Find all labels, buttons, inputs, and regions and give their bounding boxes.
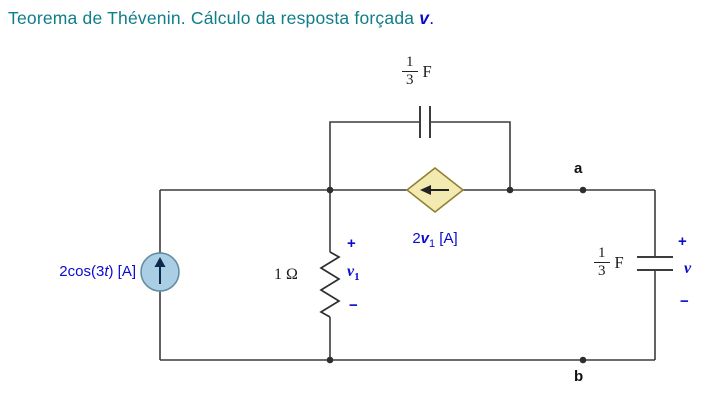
- title-emphasis: v: [419, 8, 430, 28]
- capacitor-top-value: 1 3 F: [402, 54, 432, 90]
- v-out-label: v: [684, 260, 692, 277]
- title-suffix: .: [429, 8, 435, 28]
- capacitor-top-numerator: 1: [402, 54, 418, 73]
- v1-label: v1: [347, 263, 360, 286]
- capacitor-right-unit: F: [614, 252, 624, 272]
- v1-sub: 1: [354, 271, 360, 284]
- v1-var: v: [347, 263, 355, 280]
- capacitor-top-fraction: 1 3: [402, 54, 418, 90]
- current-source-label-post: ) [A]: [108, 263, 136, 280]
- capacitor-right-fraction: 1 3: [594, 245, 610, 281]
- node-dot-b: [579, 356, 587, 364]
- dependent-source-icon: [405, 167, 465, 213]
- page-title: Teorema de Thévenin. Cálculo da resposta…: [8, 8, 434, 29]
- dep-coef: 2: [412, 230, 421, 247]
- resistor-label: 1 Ω: [274, 266, 298, 283]
- dep-sub: 1: [429, 238, 436, 250]
- capacitor-top-denominator: 3: [406, 72, 414, 89]
- node-dot-a: [579, 186, 587, 194]
- node-dot: [326, 356, 334, 364]
- dep-var: v: [420, 230, 430, 247]
- resistor-zigzag: [319, 251, 341, 318]
- current-source-label-pre: 2cos(3: [59, 263, 105, 280]
- node-dot: [326, 186, 334, 194]
- v1-minus-sign: −: [349, 297, 358, 314]
- capacitor-right-value: 1 3 F: [594, 245, 624, 281]
- current-source-label-var: t: [104, 263, 109, 280]
- dependent-source-label: 2v1 [A]: [395, 230, 475, 253]
- capacitor-top-unit: F: [422, 61, 432, 81]
- capacitor-right-denominator: 3: [598, 263, 606, 280]
- wire-capacitor-branch: [329, 121, 511, 190]
- v-out-plus-sign: +: [678, 233, 687, 250]
- capacitor-top-icon: [419, 106, 431, 138]
- capacitor-right-icon: [637, 256, 673, 271]
- circuit-wires: [159, 121, 656, 361]
- connection-dots: [326, 186, 587, 364]
- dep-suffix: [A]: [435, 230, 458, 247]
- current-source-icon: [140, 252, 180, 292]
- v-out-minus-sign: −: [680, 293, 689, 310]
- current-source-arrow-head: [154, 257, 166, 267]
- node-a-label: a: [574, 160, 583, 177]
- dependent-source-arrow-head: [420, 185, 431, 195]
- title-text: Teorema de Thévenin. Cálculo da resposta…: [8, 8, 420, 28]
- node-dot: [506, 186, 514, 194]
- resistor-icon: [319, 251, 341, 318]
- node-b-label: b: [574, 368, 584, 385]
- current-source-label: 2cos(3t) [A]: [14, 263, 136, 281]
- capacitor-right-numerator: 1: [594, 245, 610, 264]
- v1-plus-sign: +: [347, 235, 356, 252]
